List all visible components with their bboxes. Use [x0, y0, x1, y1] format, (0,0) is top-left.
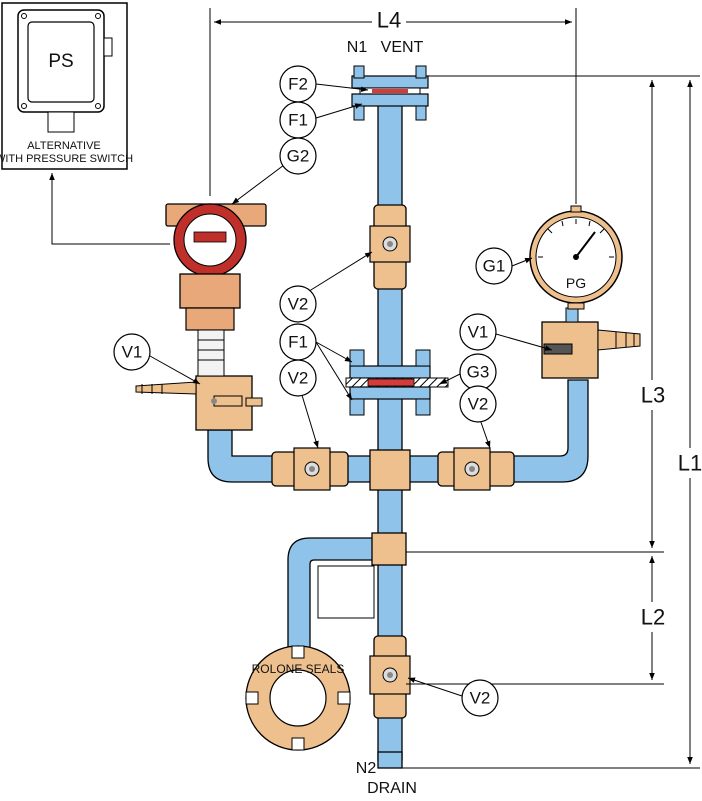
valve-v1-left: [135, 375, 263, 431]
callout-v1-left: V1: [113, 333, 151, 371]
pressure-switch-caption-line2: WITH PRESSURE SWITCH: [0, 153, 133, 165]
svg-text:V2: V2: [470, 689, 491, 708]
callout-v2-lower: V2: [461, 679, 499, 717]
callout-f2: F2: [279, 65, 317, 103]
pressure-switch-caption-line1: ALTERNATIVE: [27, 140, 101, 152]
dimension-l1: L1: [678, 451, 702, 476]
callout-v1-right: V1: [459, 313, 497, 351]
alternative-leader-line: [49, 173, 170, 245]
svg-text:V1: V1: [468, 323, 489, 342]
valve-v2-upper: [369, 204, 411, 290]
pressure-switch-label: PS: [48, 51, 73, 72]
valve-v2-left: [271, 447, 349, 491]
callout-f1-mid: F1: [279, 323, 317, 361]
svg-text:V1: V1: [122, 343, 143, 362]
vent-port-id: N1: [347, 39, 368, 56]
svg-text:V2: V2: [288, 295, 309, 314]
tee-fitting: [371, 532, 407, 566]
svg-text:F2: F2: [288, 75, 308, 94]
svg-text:F1: F1: [288, 111, 308, 130]
cross-fitting: [369, 449, 411, 491]
support-bracket: [317, 565, 375, 619]
callout-v2-upper: V2: [279, 285, 317, 323]
pressure-gauge: PG: [529, 205, 623, 310]
gauge-face-label: PG: [566, 275, 586, 291]
vent-flange-assembly: [351, 65, 429, 121]
svg-text:G3: G3: [467, 363, 490, 382]
dimension-l3: L3: [641, 383, 665, 408]
svg-text:V2: V2: [288, 369, 309, 388]
valve-v2-right: [437, 447, 515, 491]
drain-port-label: DRAIN: [367, 780, 417, 797]
gauge-needle: [575, 231, 596, 258]
callout-v2-right: V2: [459, 385, 497, 423]
rolone-seal: ROLONE SEALS: [245, 645, 351, 751]
mid-flange-assembly: [345, 349, 449, 416]
callout-g2: G2: [279, 137, 317, 175]
pressure-transmitter: [165, 203, 267, 377]
seal-text: ROLONE SEALS: [252, 662, 345, 676]
svg-text:G2: G2: [287, 147, 310, 166]
svg-text:F1: F1: [288, 333, 308, 352]
drain-port-id: N2: [356, 760, 377, 777]
vent-port-label: VENT: [381, 39, 424, 56]
svg-text:V2: V2: [468, 395, 489, 414]
valve-v2-lower: [369, 635, 411, 719]
dimension-lines: [209, 8, 700, 769]
valve-v1-right: [541, 307, 641, 379]
callout-f1-top: F1: [279, 101, 317, 139]
svg-text:G1: G1: [483, 257, 506, 276]
dimension-l4: L4: [377, 8, 401, 33]
callout-v2-left: V2: [279, 359, 317, 397]
dimension-l2: L2: [641, 605, 665, 630]
pressure-switch-panel: PS ALTERNATIVE WITH PRESSURE SWITCH: [0, 2, 133, 170]
callout-g1: G1: [475, 247, 513, 285]
callout-g3: G3: [459, 353, 497, 391]
